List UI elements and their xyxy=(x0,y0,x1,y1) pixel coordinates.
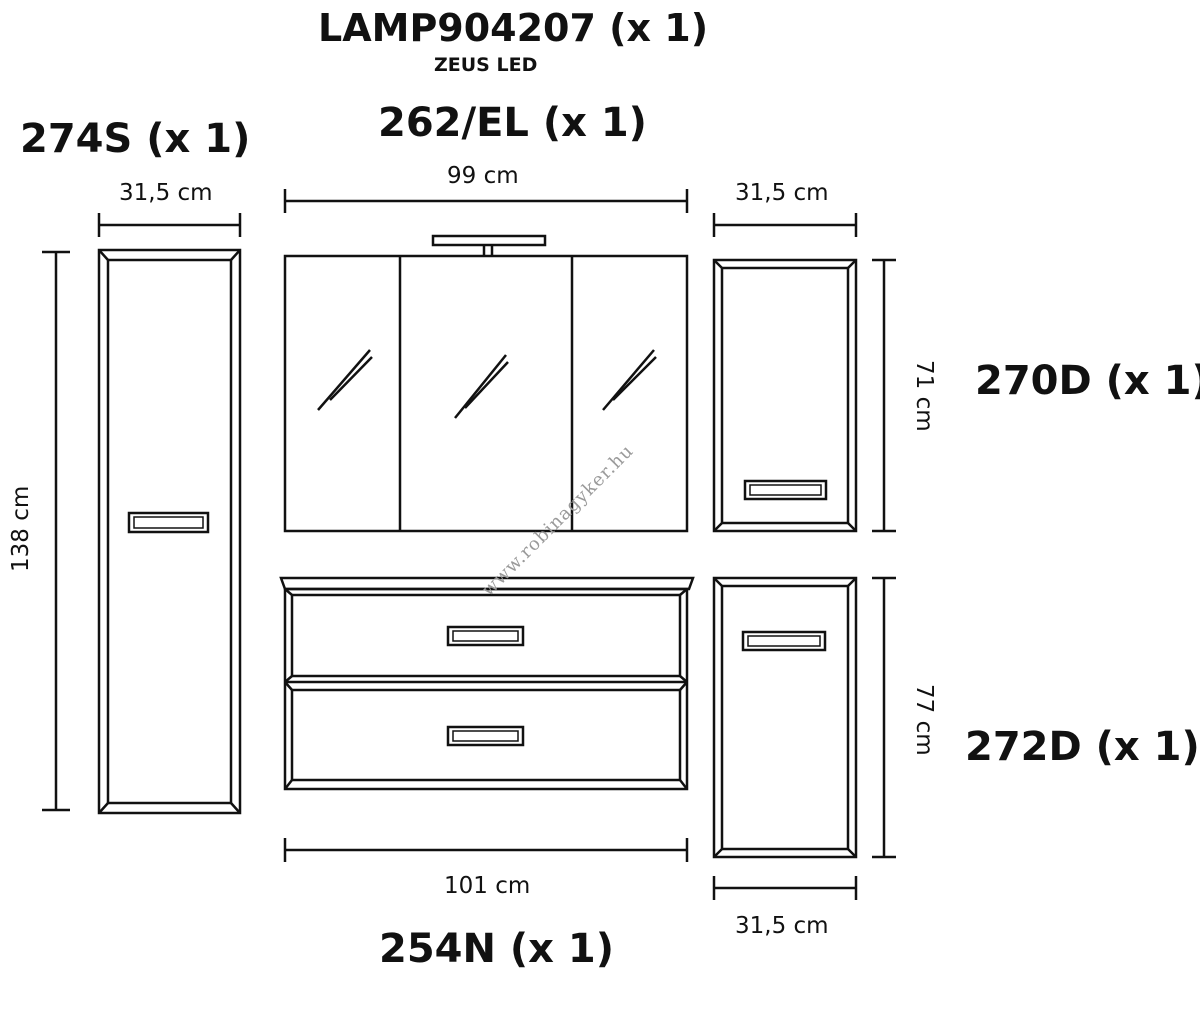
lower-side-height-dimension-line xyxy=(872,576,896,859)
lamp-code-label: LAMP904207 (x 1) xyxy=(318,6,709,50)
base-width-dimension-line xyxy=(283,838,689,862)
lower-side-cabinet-label: 272D (x 1) xyxy=(965,724,1200,770)
mirror-cabinet xyxy=(283,254,689,533)
mirror-width-text: 99 cm xyxy=(447,163,519,189)
lower-side-height-text: 77 cm xyxy=(911,684,937,756)
base-cabinet xyxy=(279,576,695,791)
mirror-width-dimension-line xyxy=(283,189,689,213)
upper-side-cabinet xyxy=(712,258,858,533)
tall-cabinet-label: 274S (x 1) xyxy=(20,116,251,162)
lower-side-cabinet xyxy=(712,576,858,859)
tall-height-dimension-line xyxy=(42,250,70,812)
lamp-name-label: ZEUS LED xyxy=(434,54,538,76)
upper-side-height-text: 71 cm xyxy=(911,360,937,432)
upper-side-height-dimension-line xyxy=(872,258,896,533)
tall-cabinet xyxy=(97,248,242,815)
led-lamp xyxy=(431,234,547,256)
upper-side-width-dimension-line xyxy=(712,213,858,237)
mirror-cabinet-label: 262/EL (x 1) xyxy=(378,100,647,146)
tall-width-text: 31,5 cm xyxy=(119,180,213,206)
upper-side-cabinet-label: 270D (x 1) xyxy=(975,358,1200,404)
base-width-text: 101 cm xyxy=(444,873,531,899)
upper-side-width-text: 31,5 cm xyxy=(735,180,829,206)
lower-side-width-text: 31,5 cm xyxy=(735,913,829,939)
tall-width-dimension-line xyxy=(97,213,242,237)
tall-height-text: 138 cm xyxy=(8,485,34,572)
base-cabinet-label: 254N (x 1) xyxy=(379,926,615,972)
lower-side-width-dimension-line xyxy=(712,876,858,900)
